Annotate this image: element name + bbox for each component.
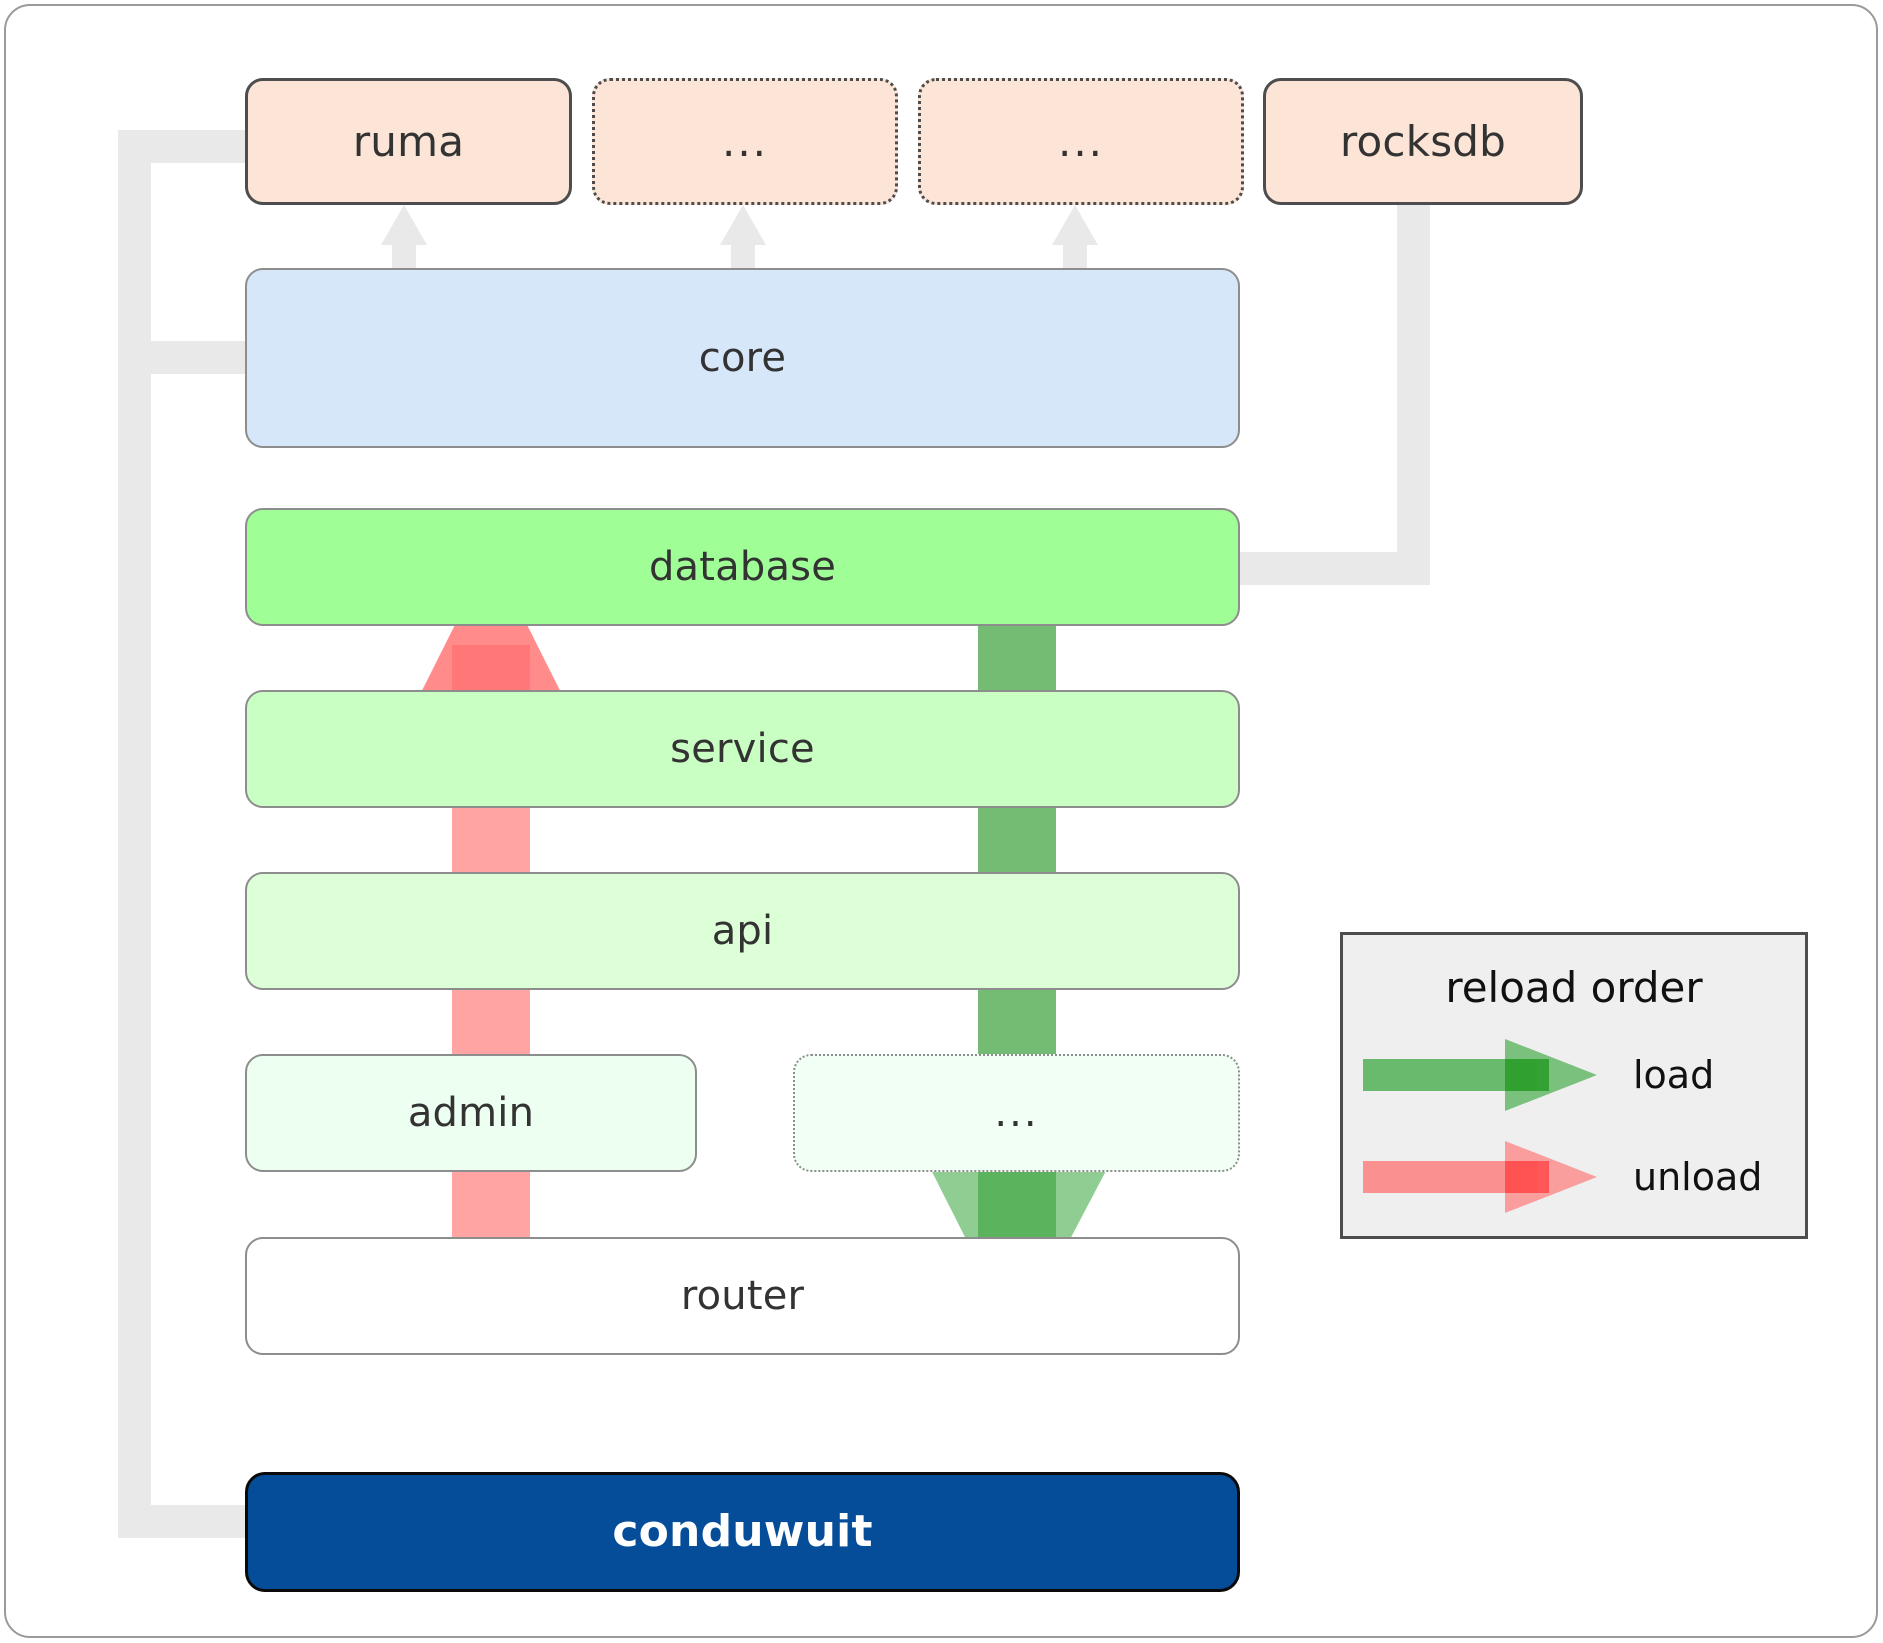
connector-spine (118, 130, 263, 1538)
node-core[interactable]: core (245, 268, 1240, 448)
node-router-label: router (680, 1273, 805, 1319)
node-api-label: api (711, 908, 774, 954)
node-layer-ellipsis[interactable]: ... (793, 1054, 1240, 1172)
node-ruma[interactable]: ruma (245, 78, 572, 205)
uparrow-core-to-ellipsis-1 (720, 205, 766, 270)
node-conduwuit[interactable]: conduwuit (245, 1472, 1240, 1592)
node-ext-ellipsis-1-label: ... (721, 116, 769, 166)
node-database[interactable]: database (245, 508, 1240, 626)
node-admin-label: admin (407, 1090, 535, 1136)
node-ext-ellipsis-2[interactable]: ... (918, 78, 1244, 205)
node-core-label: core (698, 335, 787, 381)
legend-title: reload order (1445, 963, 1703, 1012)
node-rocksdb-label: rocksdb (1339, 116, 1507, 166)
node-ruma-label: ruma (352, 116, 465, 166)
legend-load-label: load (1633, 1053, 1715, 1097)
uparrow-core-to-ruma (381, 205, 427, 270)
node-ext-ellipsis-2-label: ... (1057, 116, 1105, 166)
node-router[interactable]: router (245, 1237, 1240, 1355)
uparrow-core-to-ellipsis-2 (1052, 205, 1098, 270)
node-conduwuit-label: conduwuit (612, 1506, 873, 1557)
legend-unload-label: unload (1633, 1155, 1763, 1199)
node-rocksdb[interactable]: rocksdb (1263, 78, 1583, 205)
legend-panel: reload order load unload (1340, 932, 1808, 1239)
node-service[interactable]: service (245, 690, 1240, 808)
node-api[interactable]: api (245, 872, 1240, 990)
node-service-label: service (670, 726, 815, 772)
node-database-label: database (648, 544, 837, 590)
node-layer-ellipsis-label: ... (994, 1090, 1039, 1136)
legend-unload-arrow (1363, 1141, 1597, 1213)
node-ext-ellipsis-1[interactable]: ... (592, 78, 898, 205)
legend-load-arrow (1363, 1039, 1597, 1111)
node-admin[interactable]: admin (245, 1054, 697, 1172)
